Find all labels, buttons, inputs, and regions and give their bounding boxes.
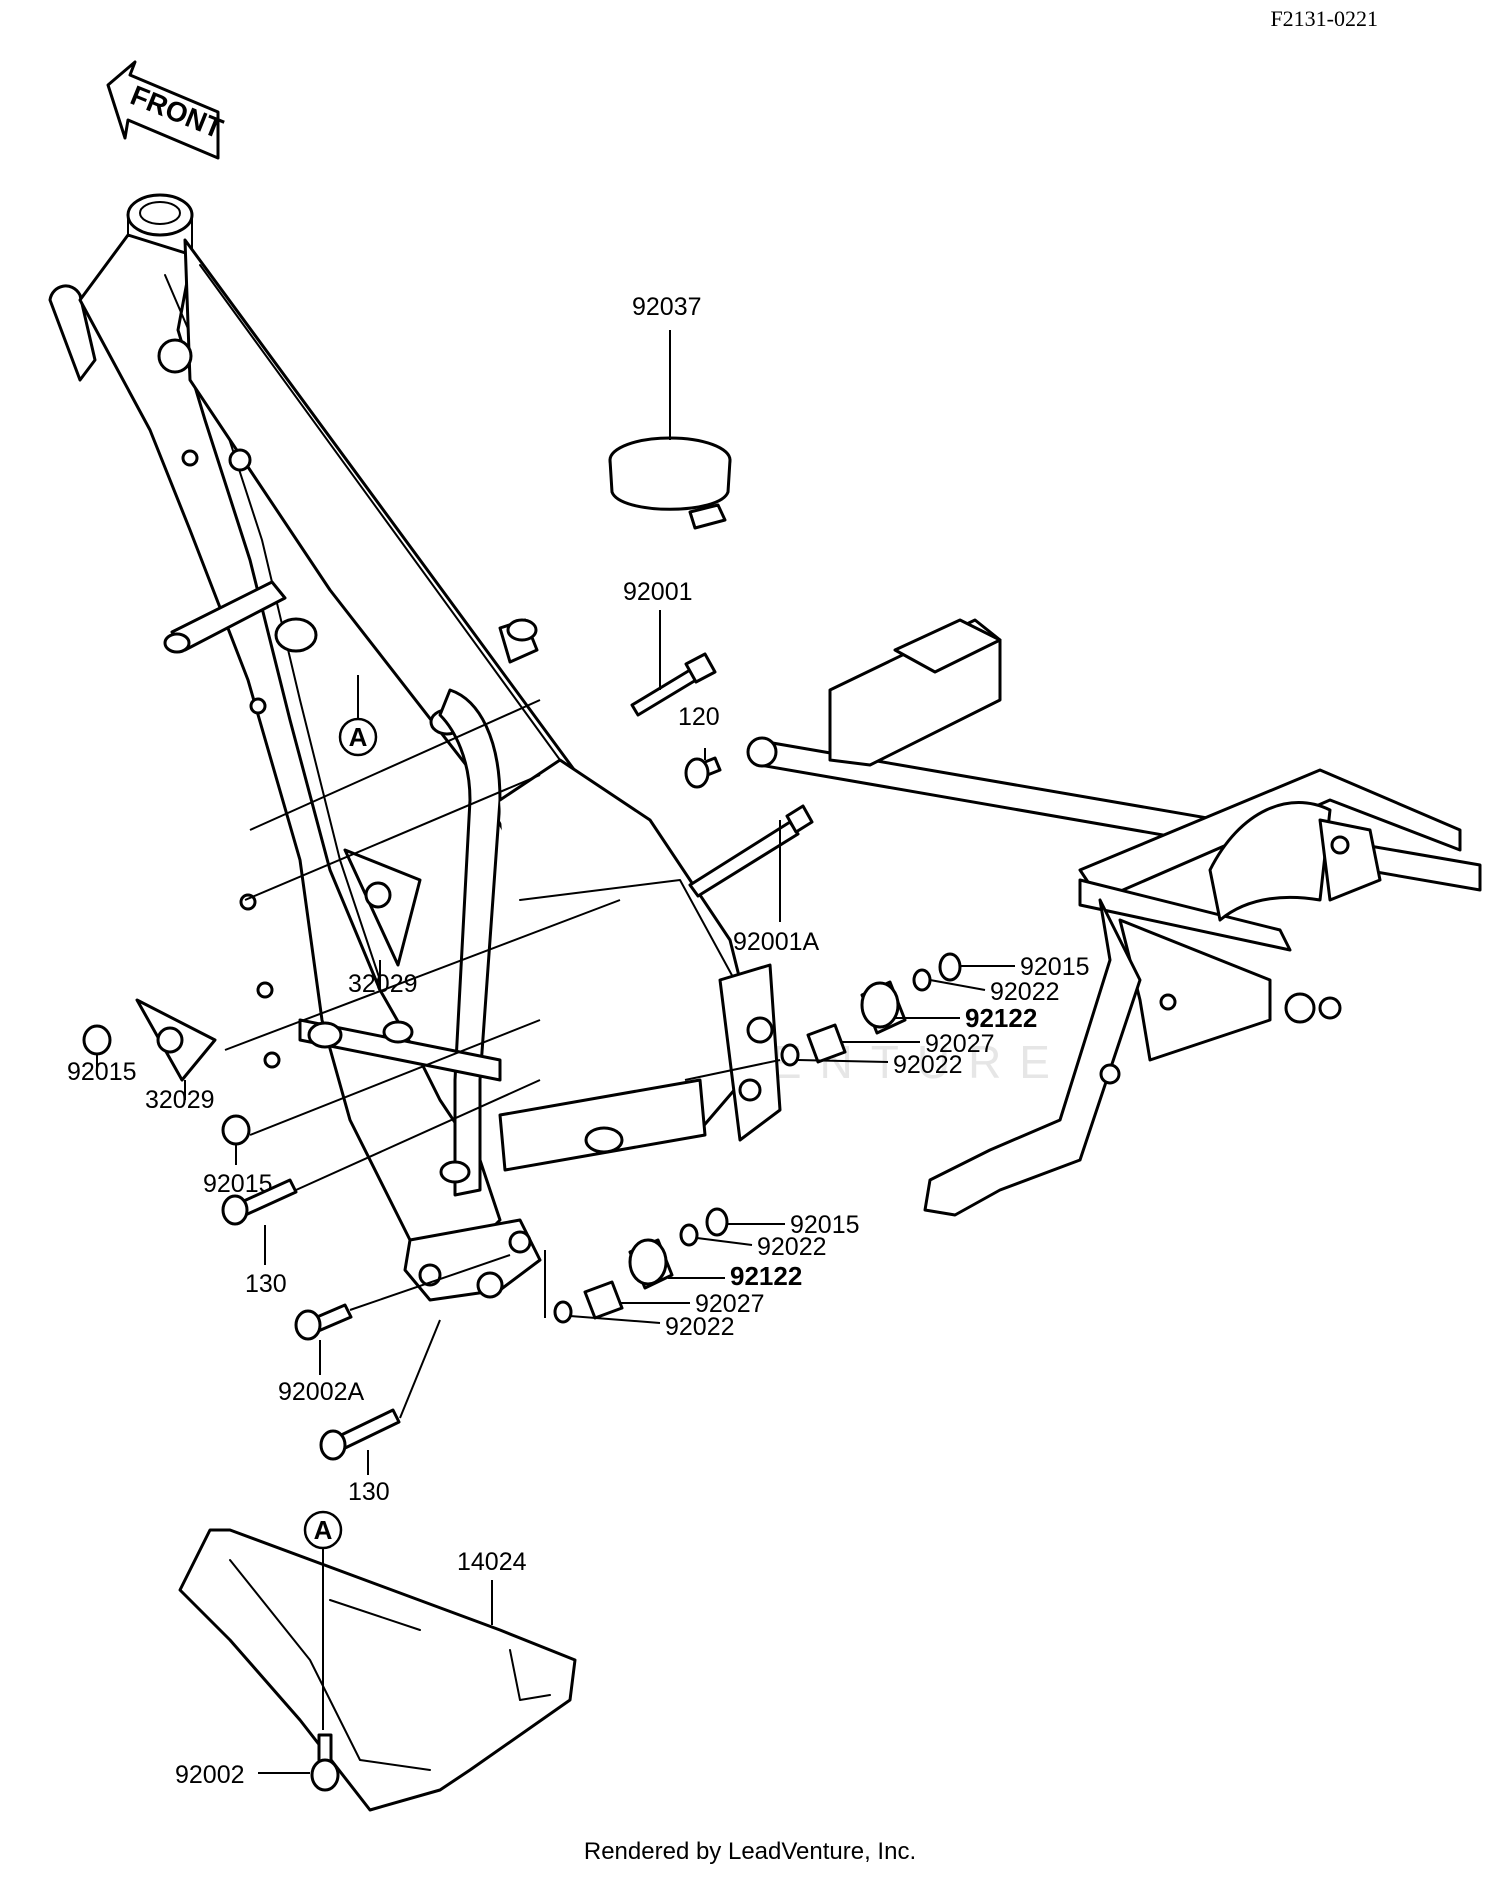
label-92015-r1: 92015 xyxy=(1020,953,1090,981)
rear-subframe xyxy=(746,618,1482,1217)
nut-92015-mid xyxy=(221,1114,251,1146)
label-92122-r2: 92122 xyxy=(730,1261,802,1291)
label-92022-r1b: 92022 xyxy=(893,1051,963,1079)
plate-32029-left xyxy=(135,998,217,1082)
footer-credit: Rendered by LeadVenture, Inc. xyxy=(583,1838,917,1865)
callout-a-lower: A xyxy=(303,1510,343,1730)
leader-lines xyxy=(96,330,1015,1774)
label-92022-r1a: 92022 xyxy=(990,978,1060,1006)
part-labels: 92037 92001 120 92001A 32029 32029 92015… xyxy=(67,293,1090,1789)
label-92015-r2: 92015 xyxy=(790,1211,860,1239)
label-92002A: 92002A xyxy=(278,1378,365,1406)
label-130-top: 130 xyxy=(245,1270,287,1298)
bolt-130-bottom xyxy=(319,1408,401,1461)
bolt-92001A xyxy=(688,804,814,898)
label-92001: 92001 xyxy=(623,578,693,606)
label-130-bottom: 130 xyxy=(348,1478,390,1506)
label-92027-r1: 92027 xyxy=(925,1030,995,1058)
clamp-92037 xyxy=(608,436,732,530)
main-frame xyxy=(48,193,782,1302)
label-92002: 92002 xyxy=(175,1761,245,1789)
label-92015-mid: 92015 xyxy=(203,1170,273,1198)
label-32029-left: 32029 xyxy=(145,1086,215,1114)
diagram-code: F2131-0221 xyxy=(1270,6,1378,31)
label-92122-r1: 92122 xyxy=(965,1003,1037,1033)
bolt-92002 xyxy=(310,1733,340,1792)
label-92022-r2b: 92022 xyxy=(665,1313,735,1341)
callout-a-lower-label: A xyxy=(314,1515,333,1545)
skid-plate-14024 xyxy=(178,1528,577,1812)
label-92015-left: 92015 xyxy=(67,1058,137,1086)
front-arrow-icon: FRONT xyxy=(106,60,227,160)
bolt-130-top xyxy=(221,1178,298,1226)
label-120: 120 xyxy=(678,703,720,731)
bushing-set-lower xyxy=(553,1207,729,1324)
callout-a-upper: A xyxy=(338,675,378,757)
label-92001A: 92001A xyxy=(733,928,820,956)
label-92037: 92037 xyxy=(632,293,702,321)
label-32029-center: 32029 xyxy=(348,970,418,998)
label-14024: 14024 xyxy=(457,1548,527,1576)
label-92022-r2a: 92022 xyxy=(757,1233,827,1261)
plate-32029-center xyxy=(343,848,422,967)
callout-a-upper-label: A xyxy=(349,722,368,752)
nut-92015-left xyxy=(82,1024,112,1056)
bolt-120 xyxy=(684,756,722,789)
bolt-92001 xyxy=(630,652,717,717)
bolt-92002A xyxy=(294,1303,353,1341)
label-92027-r2: 92027 xyxy=(695,1290,765,1318)
